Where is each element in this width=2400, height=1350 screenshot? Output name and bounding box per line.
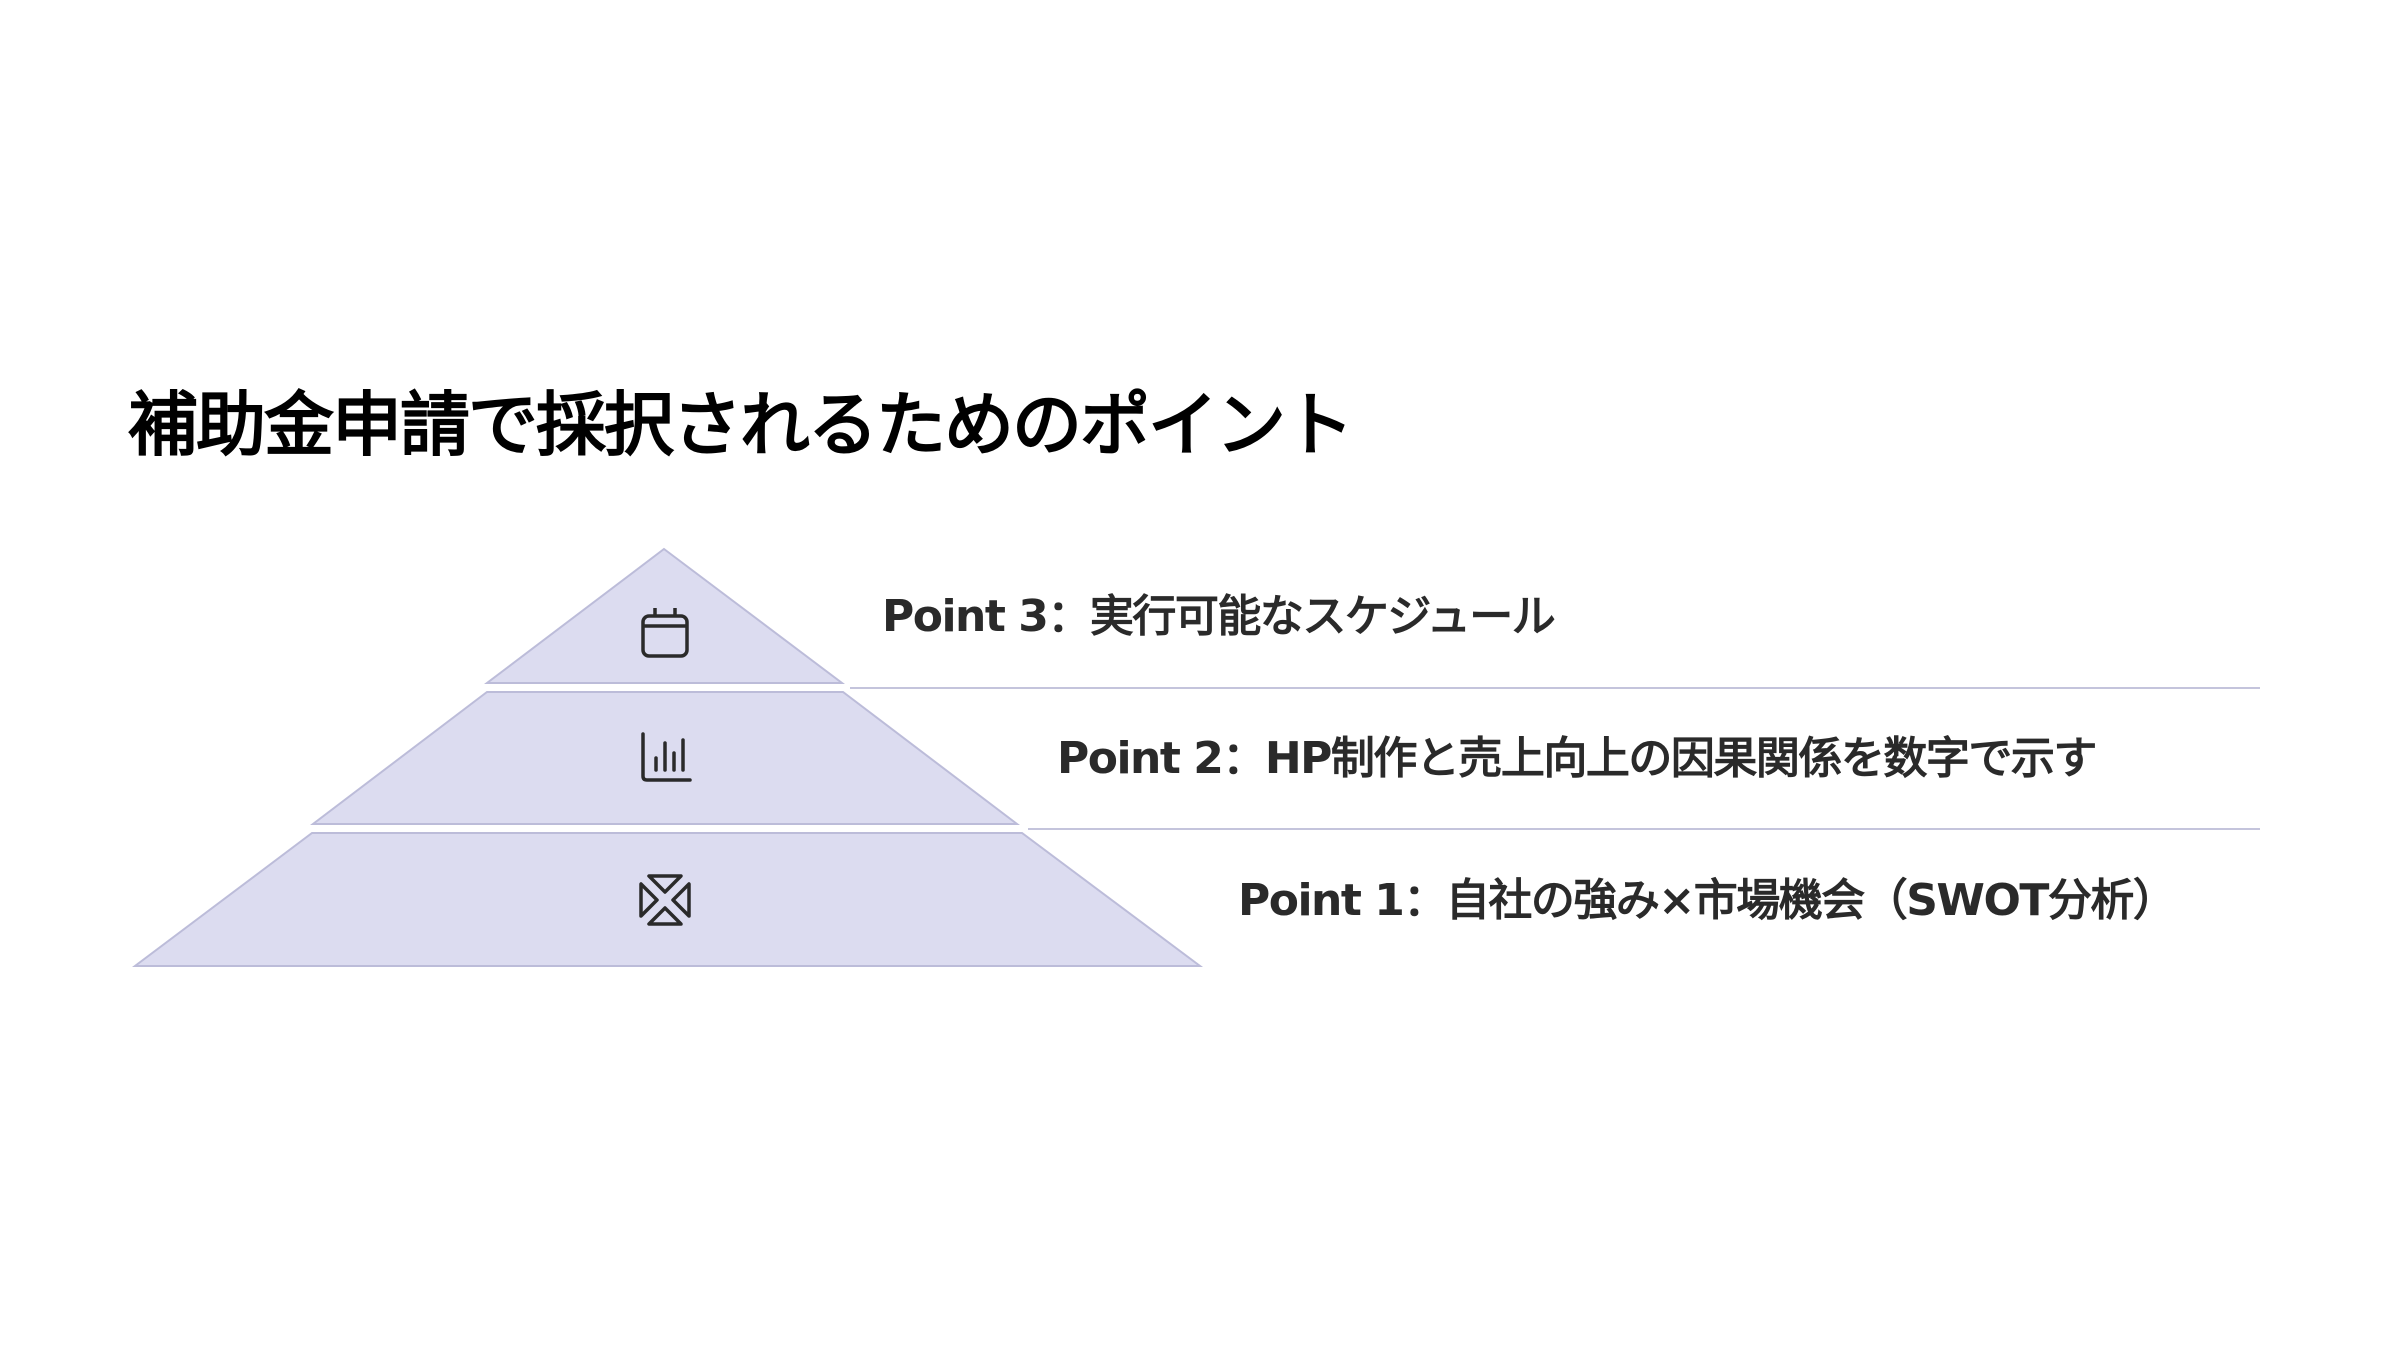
page-title: 補助金申請で採択されるためのポイント (128, 384, 1354, 466)
swot-arrows-icon (639, 874, 691, 926)
bar-chart-icon (641, 732, 692, 782)
calendar-icon (641, 608, 689, 658)
pyramid-tier-1 (132, 832, 1204, 967)
point-3-label: Point 3：実行可能なスケジュール (882, 591, 1556, 642)
point-2-label: Point 2：HP制作と売上向上の因果関係を数字で示す (1057, 733, 2097, 784)
point-1-label: Point 1：自社の強み×市場機会（SWOT分析） (1238, 875, 2177, 926)
